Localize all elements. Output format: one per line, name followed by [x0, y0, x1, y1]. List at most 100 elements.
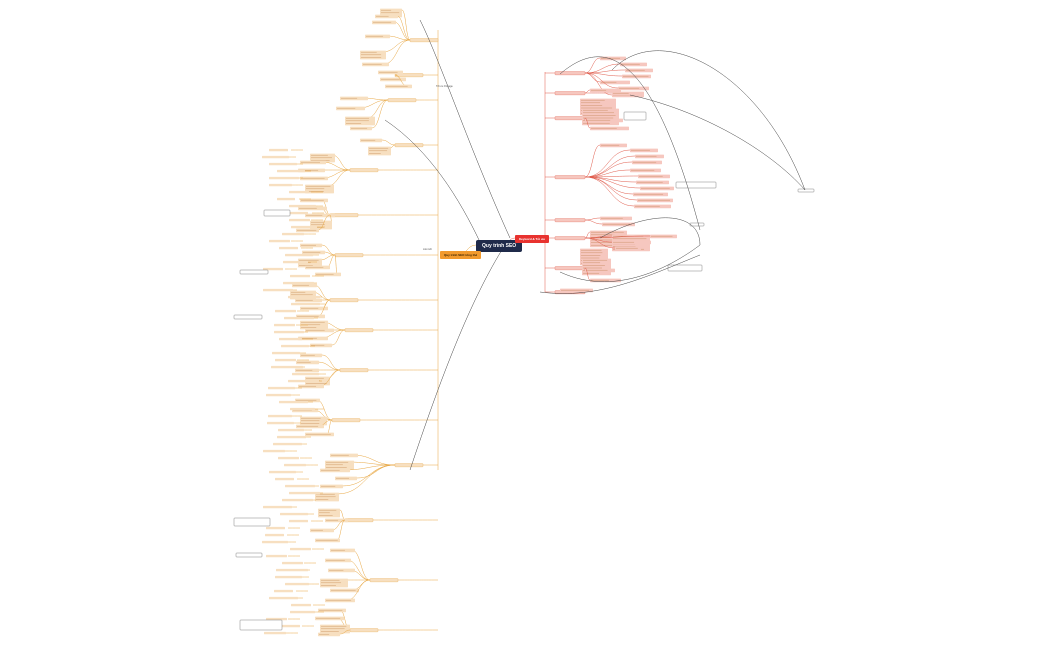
right-tertiary-link [584, 217, 601, 221]
right-callout-note [797, 188, 815, 193]
left-callout-note [263, 209, 291, 217]
right-secondary-node [554, 116, 586, 121]
root-node[interactable]: Quy trình SEO [476, 240, 523, 252]
connector-label-link: Liên kết [423, 248, 432, 251]
left-leaf-node [271, 365, 303, 369]
left-leaf-node [284, 463, 306, 467]
left-leaf-node [285, 484, 315, 488]
left-callout-note [239, 619, 283, 631]
left-tertiary-link [371, 99, 389, 129]
left-leaf-node [284, 316, 314, 320]
left-leaf-node [269, 183, 292, 187]
left-tertiary-link [366, 99, 389, 119]
right-main-branch[interactable]: Keyword & Tối ưu [515, 235, 549, 243]
left-tertiary-link [326, 169, 351, 187]
left-leaf-node [277, 197, 295, 201]
left-secondary-node [339, 368, 369, 373]
left-leaf-node [289, 519, 308, 523]
left-main-branch[interactable]: Quy trình SEO tổng thể [440, 251, 482, 259]
left-secondary-node [329, 298, 359, 303]
left-leaf-node [277, 435, 306, 439]
right-tertiary-link [584, 231, 591, 239]
left-leaf-node [283, 260, 308, 264]
right-secondary-node [554, 91, 586, 96]
left-tertiary-link [321, 354, 341, 371]
left-leaf-node [282, 498, 313, 502]
left-leaf-node [274, 323, 295, 327]
right-tertiary-link [584, 267, 591, 281]
left-leaf-node [263, 288, 293, 292]
left-leaf-node [275, 477, 294, 481]
right-tertiary-link [584, 176, 634, 195]
left-leaf-node [266, 393, 291, 397]
right-callout-note [623, 111, 647, 121]
left-leaf-node [282, 232, 304, 236]
left-tertiary-link [334, 254, 338, 275]
left-leaf-node [268, 386, 295, 390]
left-callout-note [239, 269, 269, 275]
left-tertiary-link [326, 419, 333, 435]
left-secondary-node [387, 98, 417, 103]
left-leaf-node [275, 575, 302, 579]
cross-link-arc [559, 56, 701, 231]
left-leaf-node [274, 589, 293, 593]
right-tertiary-link [584, 176, 641, 189]
right-tertiary-link [584, 176, 635, 207]
left-secondary-node [334, 253, 364, 258]
left-leaf-node [290, 547, 311, 551]
left-leaf-node [289, 190, 309, 194]
left-leaf-node [278, 456, 299, 460]
left-leaf-node [290, 274, 310, 278]
left-leaf-node [279, 246, 298, 250]
left-secondary-node [369, 578, 399, 583]
left-tertiary-link [339, 629, 351, 635]
right-tertiary-link [584, 161, 633, 178]
right-tertiary-link [584, 117, 591, 129]
left-secondary-node [344, 328, 374, 333]
left-secondary-node [394, 143, 424, 148]
left-leaf-node [263, 267, 283, 271]
left-leaf-node [279, 400, 308, 404]
left-leaf-node [291, 225, 317, 229]
right-secondary-node [554, 71, 586, 76]
right-tertiary-link [584, 89, 591, 94]
left-tertiary-link [317, 214, 331, 231]
left-tertiary-link [319, 254, 336, 261]
left-leaf-node [263, 449, 285, 453]
left-leaf-node [289, 491, 320, 495]
right-secondary-node [554, 218, 586, 223]
left-leaf-node [288, 379, 319, 383]
left-leaf-node [291, 302, 320, 306]
right-secondary-node [554, 236, 586, 241]
left-secondary-node [331, 418, 361, 423]
left-tertiary-link [351, 454, 396, 466]
left-leaf-node [262, 155, 289, 159]
left-leaf-node [269, 596, 298, 600]
right-tertiary-link [584, 219, 603, 225]
right-callout-note [689, 222, 705, 227]
left-leaf-node [266, 617, 287, 621]
left-leaf-node [291, 603, 311, 607]
cross-link-arc [629, 94, 806, 191]
left-leaf-node [277, 169, 305, 173]
left-leaf-node [272, 351, 300, 355]
left-leaf-node [280, 512, 308, 516]
left-leaf-node [269, 470, 296, 474]
left-leaf-node [266, 554, 287, 558]
left-tertiary-link [401, 9, 411, 41]
left-leaf-node [290, 407, 315, 411]
left-leaf-node [290, 211, 308, 215]
right-tertiary-link [584, 155, 636, 178]
left-tertiary-link [339, 509, 346, 521]
left-tertiary-link [356, 464, 396, 479]
cross-link-arc [409, 244, 506, 471]
left-leaf-node [289, 218, 310, 222]
left-secondary-node [409, 38, 439, 43]
right-tertiary-node [582, 258, 611, 276]
left-leaf-node [289, 204, 316, 208]
right-tertiary-link [584, 72, 613, 96]
left-tertiary-link [396, 15, 411, 41]
left-leaf-node [262, 540, 288, 544]
